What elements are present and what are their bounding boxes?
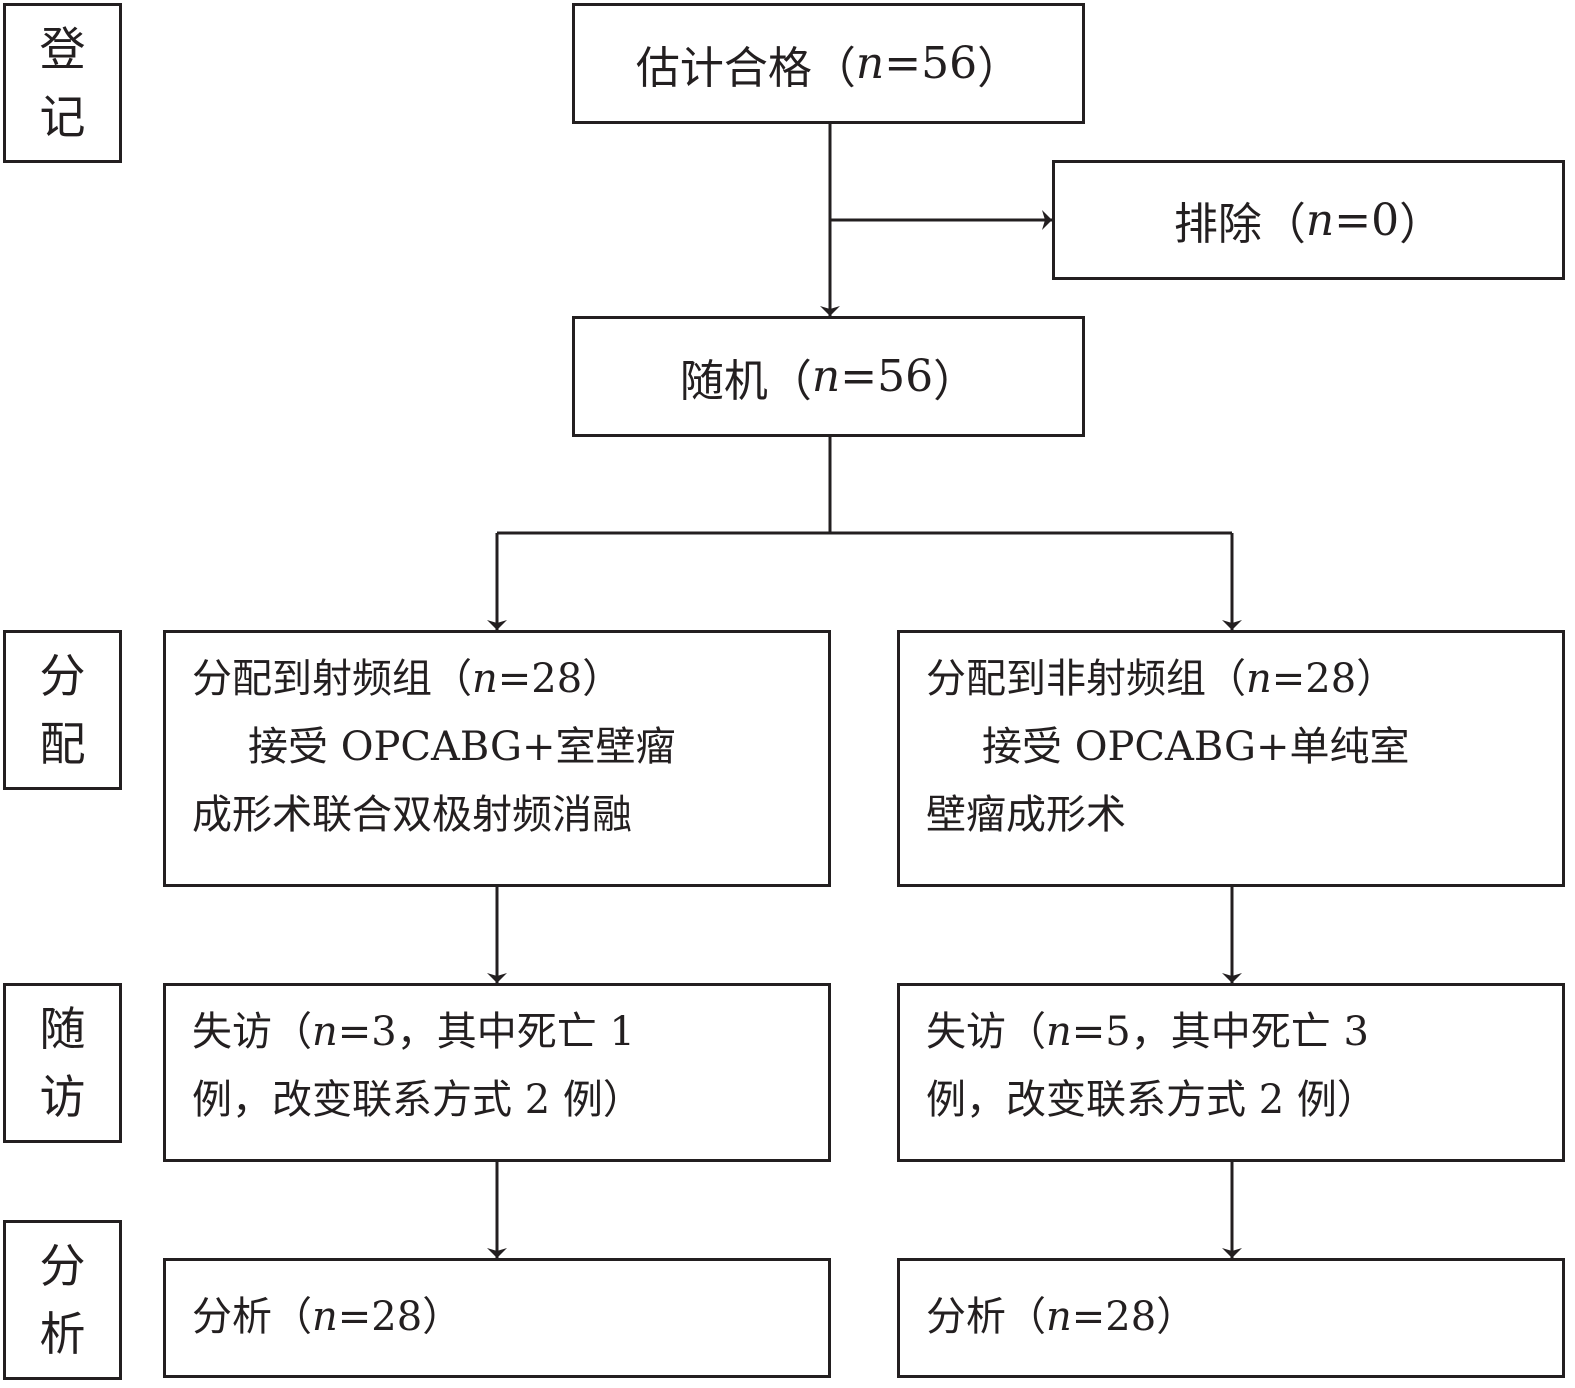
alloc-rf-line1: 分配到射频组（n=28） bbox=[192, 645, 828, 713]
close-paren: ） bbox=[977, 42, 1022, 94]
node-label: 估计合格（ bbox=[635, 42, 856, 94]
close-paren: ） bbox=[582, 656, 623, 702]
lost-rf-line1: 失访（n=3，其中死亡 1 bbox=[192, 998, 828, 1066]
analysis-rf-line: 分析（n=28） bbox=[192, 1283, 828, 1351]
node-label: 随机（ bbox=[679, 355, 812, 407]
close-paren: ） bbox=[422, 1294, 463, 1340]
lost-nonrf-line2: 例，改变联系方式 2 例） bbox=[926, 1077, 1377, 1123]
n-symbol: n bbox=[312, 1009, 338, 1055]
stage-char: 访 bbox=[39, 1070, 86, 1124]
n-symbol: n bbox=[1046, 1009, 1072, 1055]
n-value: =28 bbox=[1071, 1294, 1157, 1340]
n-value: =28 bbox=[337, 1294, 423, 1340]
n-symbol: n bbox=[1046, 1294, 1072, 1340]
node-excluded: 排除（n=0） bbox=[1052, 160, 1565, 280]
node-label: 失访（ bbox=[926, 1009, 1046, 1055]
n-symbol: n bbox=[811, 351, 841, 402]
n-value: =0 bbox=[1334, 194, 1400, 246]
n-symbol: n bbox=[855, 38, 885, 89]
n-symbol: n bbox=[472, 656, 498, 702]
stage-analysis: 分 析 bbox=[3, 1220, 122, 1380]
node-analysis-rf: 分析（n=28） bbox=[163, 1258, 831, 1378]
node-lost-rf: 失访（n=3，其中死亡 1 例，改变联系方式 2 例） bbox=[163, 983, 831, 1162]
lost-rf-line2: 例，改变联系方式 2 例） bbox=[192, 1077, 643, 1123]
stage-char: 析 bbox=[39, 1307, 86, 1361]
stage-char: 登 bbox=[39, 22, 86, 76]
alloc-nonrf-line3: 壁瘤成形术 bbox=[926, 792, 1126, 838]
stage-char: 分 bbox=[39, 649, 86, 703]
n-value: =56 bbox=[884, 38, 978, 89]
node-label: 分析（ bbox=[192, 1294, 312, 1340]
analysis-nonrf-line: 分析（n=28） bbox=[926, 1283, 1562, 1351]
edge-randomized-split bbox=[497, 436, 832, 535]
alloc-nonrf-line1: 分配到非射频组（n=28） bbox=[926, 645, 1562, 713]
stage-follow-up: 随 访 bbox=[3, 983, 122, 1143]
node-lost-nonrf: 失访（n=5，其中死亡 3 例，改变联系方式 2 例） bbox=[897, 983, 1565, 1162]
node-label: 分配到射频组（ bbox=[192, 656, 472, 702]
n-value: =56 bbox=[840, 351, 934, 402]
n-value: =3，其中死亡 1 bbox=[337, 1009, 635, 1055]
stage-enrollment: 登 记 bbox=[3, 3, 122, 163]
alloc-nonrf-line2: 接受 OPCABG+单纯室 bbox=[982, 724, 1410, 770]
close-paren: ） bbox=[1399, 199, 1444, 250]
n-value: =5，其中死亡 3 bbox=[1071, 1009, 1369, 1055]
n-value: =28 bbox=[497, 656, 583, 702]
node-label: 分析（ bbox=[926, 1294, 1046, 1340]
n-symbol: n bbox=[1246, 656, 1272, 702]
stage-char: 分 bbox=[39, 1239, 86, 1293]
n-symbol: n bbox=[312, 1294, 338, 1340]
n-symbol: n bbox=[1305, 194, 1335, 246]
close-paren: ） bbox=[1156, 1294, 1197, 1340]
node-analysis-nonrf: 分析（n=28） bbox=[897, 1258, 1565, 1378]
stage-char: 记 bbox=[39, 90, 86, 144]
stage-char: 配 bbox=[39, 717, 86, 771]
n-value: =28 bbox=[1271, 656, 1357, 702]
alloc-rf-line2: 接受 OPCABG+室壁瘤 bbox=[248, 724, 676, 770]
node-alloc-rf: 分配到射频组（n=28） 接受 OPCABG+室壁瘤 成形术联合双极射频消融 bbox=[163, 630, 831, 887]
close-paren: ） bbox=[1356, 656, 1397, 702]
alloc-rf-line3: 成形术联合双极射频消融 bbox=[192, 792, 632, 838]
lost-nonrf-line1: 失访（n=5，其中死亡 3 bbox=[926, 998, 1562, 1066]
node-label: 分配到非射频组（ bbox=[926, 656, 1246, 702]
close-paren: ） bbox=[933, 355, 978, 407]
node-alloc-nonrf: 分配到非射频组（n=28） 接受 OPCABG+单纯室 壁瘤成形术 bbox=[897, 630, 1565, 887]
stage-char: 随 bbox=[39, 1002, 86, 1056]
node-label: 失访（ bbox=[192, 1009, 312, 1055]
node-eligible: 估计合格（n=56） bbox=[572, 3, 1085, 124]
node-label: 排除（ bbox=[1173, 199, 1306, 250]
stage-allocation: 分 配 bbox=[3, 630, 122, 790]
node-randomized: 随机（n=56） bbox=[572, 316, 1085, 437]
